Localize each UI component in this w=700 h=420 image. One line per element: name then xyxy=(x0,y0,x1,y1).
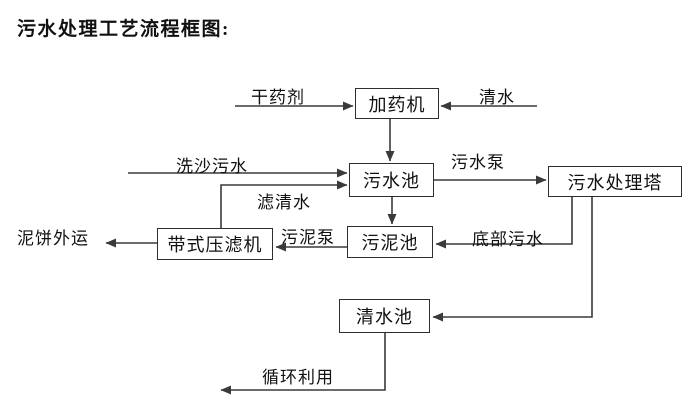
arrow-bottom-sewage-tower-to-sludge-pool xyxy=(435,197,573,249)
arrow-filtered-water-press-to-sewage-pool xyxy=(220,180,348,228)
flow-label-sewage-pump: 污水泵 xyxy=(451,153,505,172)
flow-label-recycle-reuse: 循环利用 xyxy=(262,368,334,387)
node-sludge-pool: 污泥池 xyxy=(347,226,433,258)
flow-label-mud-cake-out: 泥饼外运 xyxy=(17,229,89,248)
node-sewage-pool: 污水池 xyxy=(349,163,434,197)
arrow-clear-water-pool-recycle xyxy=(220,333,386,395)
node-dosing-machine: 加药机 xyxy=(355,88,439,119)
node-belt-filter-press: 带式压滤机 xyxy=(157,228,273,260)
flow-label-sand-washing-sewage: 洗沙污水 xyxy=(176,157,248,176)
page-title: 污水处理工艺流程框图: xyxy=(17,19,230,40)
arrow-tower-to-clear-water-pool xyxy=(432,197,593,322)
flow-label-sludge-pump: 污泥泵 xyxy=(281,228,335,247)
flow-label-bottom-sewage: 底部污水 xyxy=(472,230,544,249)
node-treatment-tower: 污水处理塔 xyxy=(548,166,682,197)
flow-label-filtered-water: 滤清水 xyxy=(257,193,311,212)
node-clear-water-pool: 清水池 xyxy=(339,299,430,333)
flow-label-dry-agent: 干药剂 xyxy=(251,88,305,107)
flow-label-clear-water: 清水 xyxy=(479,88,515,107)
